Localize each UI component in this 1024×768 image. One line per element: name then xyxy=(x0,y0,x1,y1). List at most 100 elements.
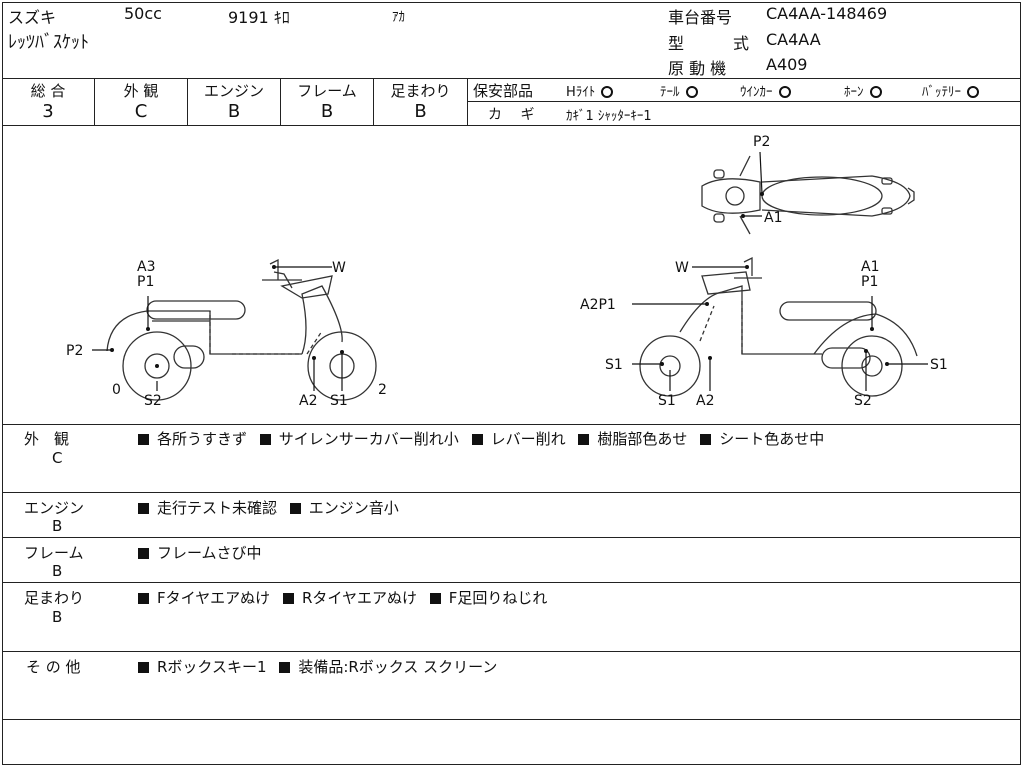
grade-label-suspension: 足まわり xyxy=(390,82,451,100)
grade-value-overall: 3 xyxy=(42,101,54,122)
bullet-square-icon xyxy=(138,593,149,604)
grade-label-exterior: 外 観 xyxy=(123,82,159,100)
remark-items-engine: 走行テスト未確認 エンジン音小 xyxy=(136,497,405,518)
label-right-s1-front: S1 xyxy=(605,357,623,373)
type-label-2: 式 xyxy=(733,34,750,53)
bullet-square-icon xyxy=(259,434,271,445)
engine-label: 原 動 機 xyxy=(668,59,727,78)
safety-divider xyxy=(467,101,1021,102)
label-right-a1: A1 xyxy=(861,259,879,275)
bullet-square-icon xyxy=(138,662,149,673)
ok-circle-icon xyxy=(685,86,698,98)
bullet-square-icon xyxy=(282,593,294,604)
label-right-w: W xyxy=(675,260,689,276)
remark-grade-frame: B xyxy=(52,562,63,580)
damage-point-right-s1b xyxy=(885,362,889,366)
safety-item-winker: ｳｲﾝｶｰ xyxy=(740,81,791,100)
remark-grade-engine: B xyxy=(52,517,63,535)
label-left-p1: P1 xyxy=(137,274,154,290)
label-left-s1: S1 xyxy=(330,393,348,409)
mileage: 9191 ｷﾛ xyxy=(228,8,290,27)
remarks-divider xyxy=(2,537,1021,538)
label-left-zero: 0 xyxy=(112,382,121,398)
remark-category-engine: エンジン xyxy=(24,499,85,517)
label-left-p2: P2 xyxy=(66,343,83,359)
bullet-square-icon xyxy=(138,548,149,559)
type-value: CA4AA xyxy=(766,30,821,49)
remark-items-exterior: 各所うすきず サイレンサーカバー削れ小 レバー削れ 樹脂部色あせ シート色あせ中 xyxy=(136,428,830,449)
grade-col-divider xyxy=(187,78,188,125)
remark-grade-suspension: B xyxy=(52,608,63,626)
damage-point-left-w xyxy=(272,265,276,269)
grade-value-exterior: C xyxy=(134,101,148,122)
displacement: 50cc xyxy=(124,4,162,23)
damage-point-top-a1 xyxy=(741,214,745,218)
grade-col-divider xyxy=(467,78,468,125)
grade-label-frame: フレーム xyxy=(297,82,357,100)
remark-category-suspension: 足まわり xyxy=(24,589,85,607)
safety-item-headlight: Hﾗｲﾄ xyxy=(566,81,614,100)
label-right-s1-rear: S1 xyxy=(930,357,948,373)
grade-value-engine: B xyxy=(227,101,241,122)
label-right-a2: A2 xyxy=(696,393,714,409)
ok-circle-icon xyxy=(601,86,614,98)
damage-point-right-s2 xyxy=(864,349,868,353)
engine-value: A409 xyxy=(766,55,808,74)
remark-items-frame: フレームさび中 xyxy=(136,542,268,563)
damage-point-left-p2 xyxy=(110,348,114,352)
remarks-divider xyxy=(2,719,1021,720)
label-top-a1: A1 xyxy=(764,210,782,226)
label-right-s2: S2 xyxy=(854,393,872,409)
remarks-divider xyxy=(2,651,1021,652)
maker: スズキ xyxy=(8,8,57,27)
safety-item-taillight: ﾃｰﾙ xyxy=(660,81,698,100)
label-right-a2p1: A2P1 xyxy=(580,297,616,313)
bullet-square-icon xyxy=(471,434,483,445)
bullet-square-icon xyxy=(279,662,291,673)
ok-circle-icon xyxy=(778,86,791,98)
remarks-divider xyxy=(2,492,1021,493)
scooter-left-view xyxy=(106,258,377,401)
type-label-1: 型 xyxy=(668,34,685,53)
label-left-a2: A2 xyxy=(299,393,317,409)
damage-diagram: P2 A1 A3 P1 W P2 0 S2 A2 S1 2 W A1 P1 A2… xyxy=(66,134,948,409)
ok-circle-icon xyxy=(869,86,882,98)
remarks-divider xyxy=(2,582,1021,583)
remark-category-exterior: 外 観 xyxy=(24,430,70,448)
bullet-square-icon xyxy=(578,434,590,445)
bullet-square-icon xyxy=(429,593,441,604)
grade-col-divider xyxy=(373,78,374,125)
damage-point-right-s1 xyxy=(660,362,664,366)
grade-col-divider xyxy=(280,78,281,125)
remark-items-other: Rボックスキー1 装備品:Rボックス スクリーン xyxy=(136,656,503,677)
damage-point-right-a2 xyxy=(708,356,712,360)
safety-item-battery: ﾊﾞｯﾃﾘｰ xyxy=(922,81,979,100)
grade-row-bottom-border xyxy=(2,125,1021,126)
label-right-p1: P1 xyxy=(861,274,878,290)
grade-value-frame: B xyxy=(320,101,334,122)
label-left-w: W xyxy=(332,260,346,276)
damage-point-left-a2 xyxy=(312,356,316,360)
damage-point-right-p1 xyxy=(870,327,874,331)
grade-label-overall: 総 合 xyxy=(30,82,66,100)
label-left-two: 2 xyxy=(378,382,387,398)
frame-number-value: CA4AA-148469 xyxy=(766,4,888,23)
grade-label-engine: エンジン xyxy=(203,82,264,100)
scooter-top-view xyxy=(701,155,915,235)
remark-items-suspension: Fタイヤエアぬけ Rタイヤエアぬけ F足回りねじれ xyxy=(136,587,553,608)
label-left-s2: S2 xyxy=(144,393,162,409)
bullet-square-icon xyxy=(289,503,301,514)
remark-category-other: そ の 他 xyxy=(26,658,81,676)
damage-point-right-a2p1 xyxy=(705,302,709,306)
damage-point-left-s2 xyxy=(155,364,159,368)
remarks-top-border xyxy=(2,424,1021,425)
safety-item-horn: ﾎｰﾝ xyxy=(844,81,882,100)
damage-point-right-w xyxy=(745,265,749,269)
scooter-right-view xyxy=(639,256,918,397)
remark-grade-exterior: C xyxy=(52,449,63,467)
grade-col-divider xyxy=(94,78,95,125)
label-top-p2: P2 xyxy=(753,134,770,150)
label-right-s1-bottom: S1 xyxy=(658,393,676,409)
frame-number-label: 車台番号 xyxy=(668,8,733,27)
